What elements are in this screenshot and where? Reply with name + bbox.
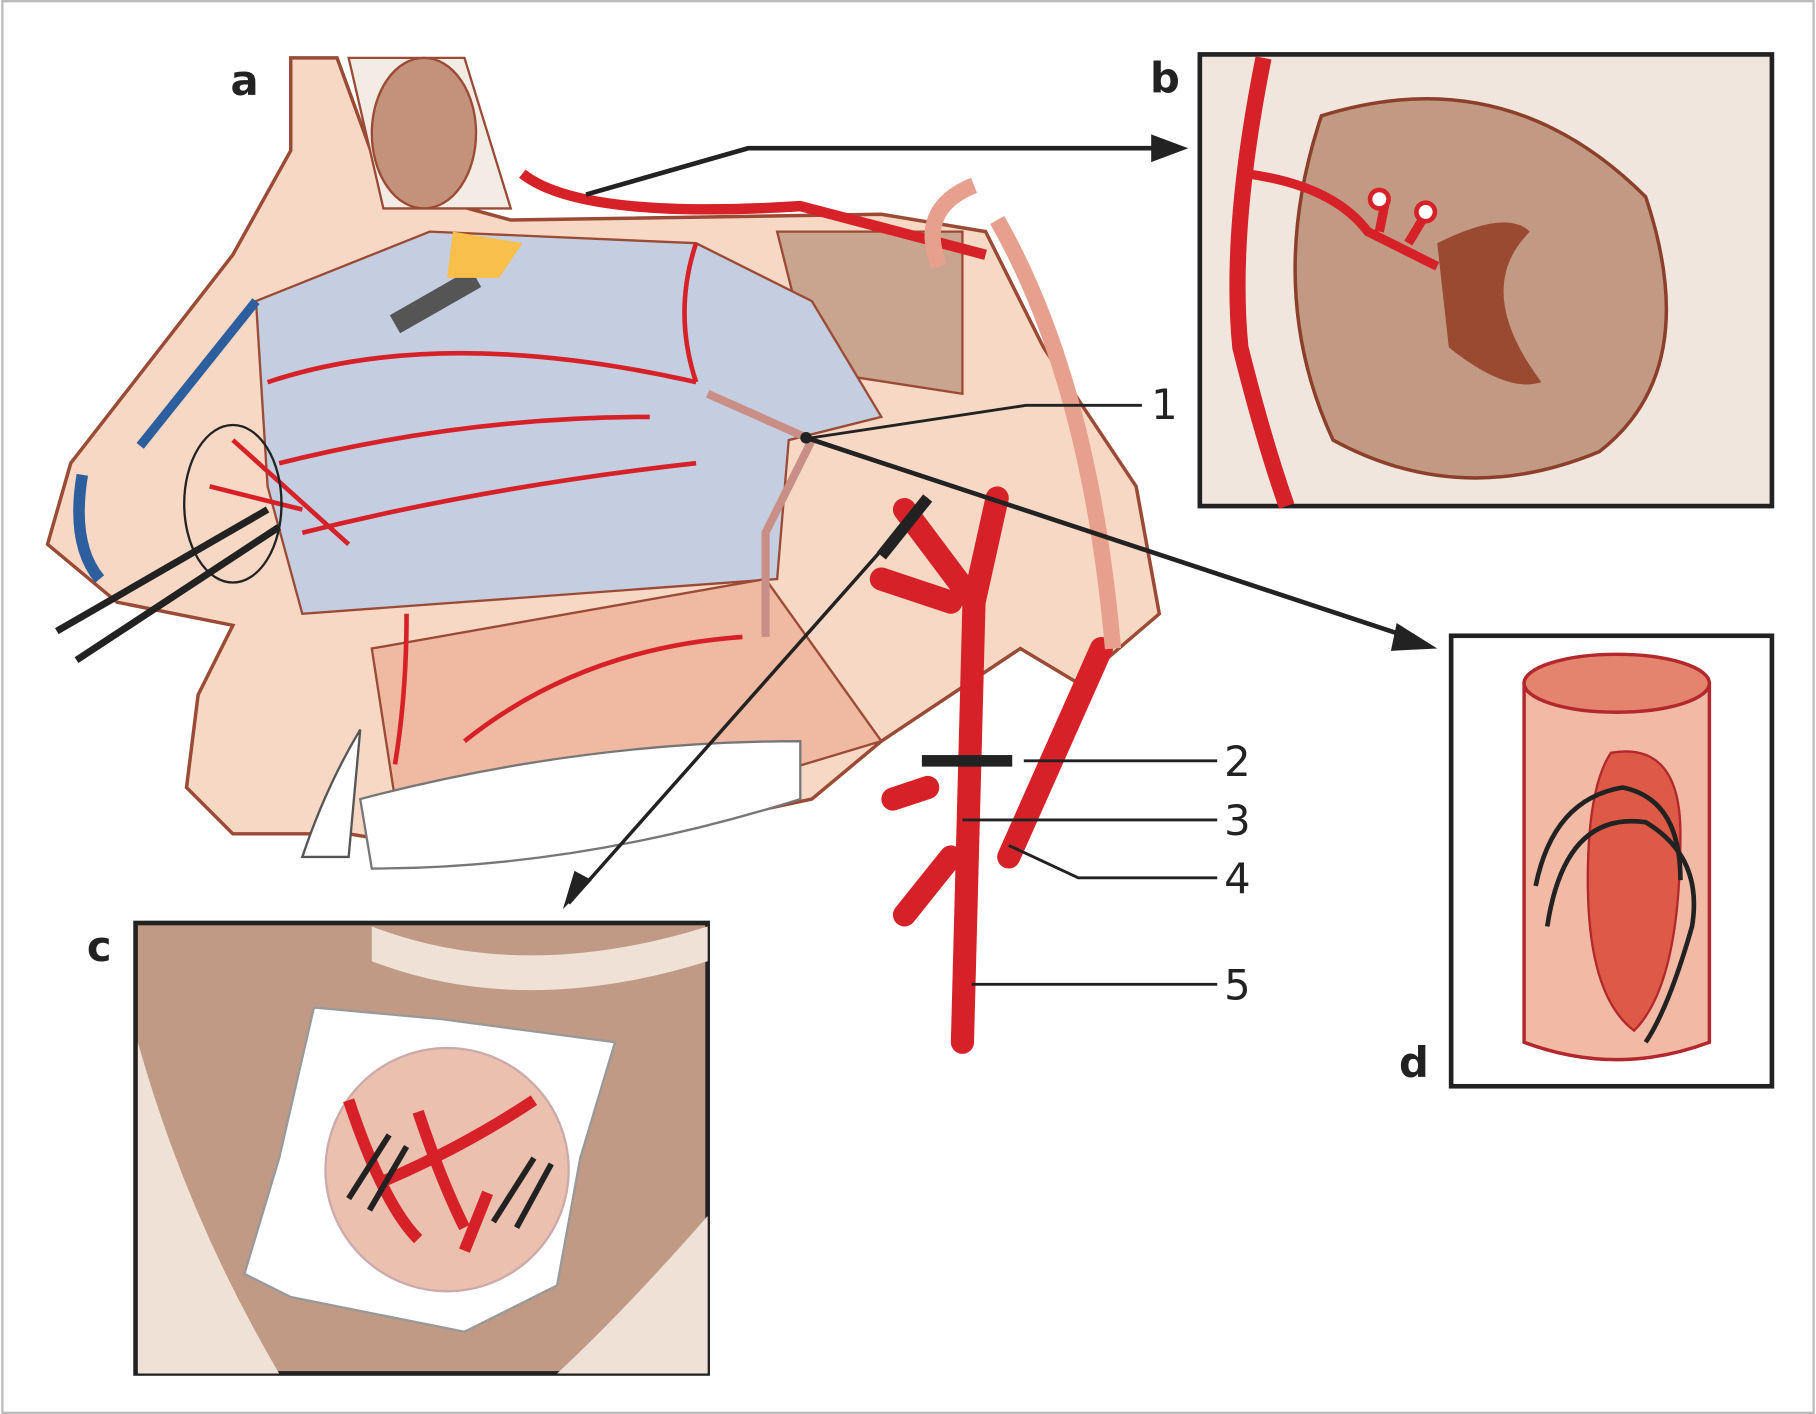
nasal-arteries	[209, 242, 743, 765]
point-1	[800, 431, 812, 444]
panel-c	[133, 920, 710, 1376]
instrument	[876, 494, 933, 560]
ethmoidal-artery	[519, 169, 987, 260]
carotid-arteries	[869, 486, 1113, 1054]
ligation-clip	[921, 755, 1013, 767]
label-5: 5	[1224, 960, 1251, 1009]
arrow-to-d	[1390, 623, 1438, 651]
maxillary-artery	[1229, 56, 1295, 509]
sinus-ostium	[1437, 222, 1542, 385]
nasal-mucosa	[254, 230, 884, 616]
pointer-c-line	[567, 496, 929, 905]
leader-lines	[811, 403, 1218, 986]
endoscope	[389, 268, 482, 334]
incisor-tooth	[300, 728, 362, 859]
kiesselbach-area-circle	[183, 423, 283, 584]
vessel-clips	[346, 1133, 554, 1229]
nasal-cartilage-upper	[136, 298, 260, 449]
endoscope-light	[447, 231, 523, 278]
arrow-to-b-line	[585, 145, 1160, 197]
panel-d	[1448, 633, 1775, 1089]
arrow-to-b	[1151, 134, 1189, 163]
label-2: 2	[1224, 737, 1251, 786]
panel-label-b: b	[1150, 54, 1180, 103]
panel-label-c: c	[87, 922, 112, 971]
embolization-catheter	[1533, 785, 1697, 1044]
clip-1	[1367, 187, 1391, 211]
frontal-sinus	[370, 56, 478, 210]
vessel-loop	[924, 177, 1122, 650]
arrow-to-d-line	[805, 435, 1410, 640]
nasal-cartilage	[73, 473, 105, 583]
label-3: 3	[1224, 796, 1251, 845]
sphenopalatine-artery	[706, 390, 818, 637]
teeth	[358, 740, 802, 870]
panel-label-d: d	[1399, 1038, 1429, 1087]
vessel-lumen	[1522, 652, 1712, 714]
label-4: 4	[1224, 854, 1251, 903]
thrombus	[1586, 750, 1682, 1033]
clip-2	[1414, 200, 1438, 224]
panel-label-a: a	[231, 56, 259, 105]
bone-edges	[137, 926, 708, 1374]
arrow-to-c	[562, 870, 592, 910]
panel-b	[1197, 52, 1775, 509]
panel-a-illustration	[45, 56, 1438, 1054]
tissue-field	[324, 1046, 570, 1293]
bipolar-forceps	[55, 506, 282, 664]
label-1: 1	[1151, 380, 1178, 429]
